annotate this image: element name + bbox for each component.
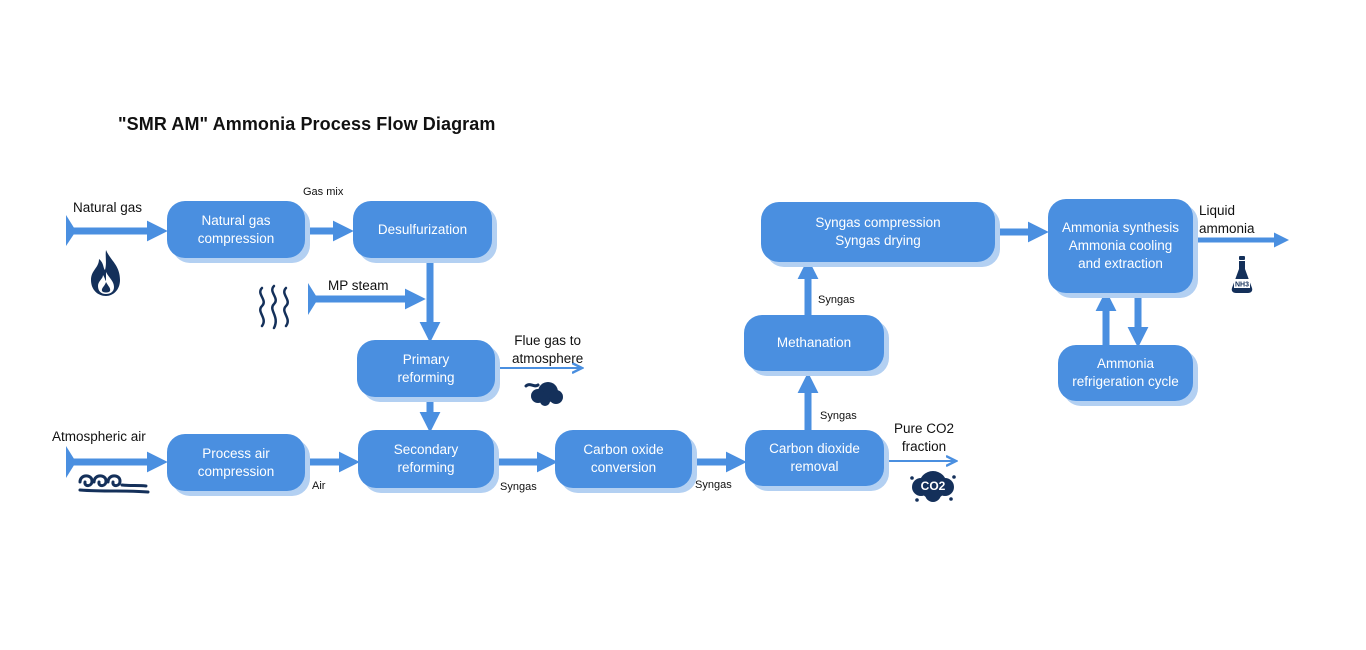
node-syngas-compression-drying: Syngas compression Syngas drying xyxy=(761,202,995,262)
label-atmospheric-air: Atmospheric air xyxy=(52,429,146,444)
wind-icon xyxy=(78,474,150,494)
label-liquid-ammonia: Liquid ammonia xyxy=(1199,203,1255,236)
label-air: Air xyxy=(312,480,326,492)
label-gas-mix: Gas mix xyxy=(303,186,344,198)
label-natural-gas: Natural gas xyxy=(73,200,143,215)
node-desulfurization: Desulfurization xyxy=(353,201,492,258)
node-ammonia-refrigeration-cycle: Ammonia refrigeration cycle xyxy=(1058,345,1193,401)
arrow-natural-gas-tail xyxy=(66,215,76,246)
node-ammonia-synthesis: Ammonia synthesis Ammonia cooling and ex… xyxy=(1048,199,1193,293)
node-process-air-compression: Process air compression xyxy=(167,434,305,491)
node-natural-gas-compression: Natural gas compression xyxy=(167,201,305,258)
arrow-air-tail xyxy=(66,446,76,478)
nh3-icon-text: NH3 xyxy=(1235,282,1249,289)
co2-icon-text: CO2 xyxy=(921,479,946,493)
node-carbon-dioxide-removal: Carbon dioxide removal xyxy=(745,430,884,486)
node-secondary-reforming: Secondary reforming xyxy=(358,430,494,488)
ammonia-flask-icon: NH3 xyxy=(1231,256,1253,293)
label-flue-gas: Flue gas to atmosphere xyxy=(512,333,584,366)
arrow-mp-steam-tail xyxy=(308,283,318,315)
node-carbon-oxide-conversion: Carbon oxide conversion xyxy=(555,430,692,488)
label-mp-steam: MP steam xyxy=(328,278,389,293)
label-syngas-secondary: Syngas xyxy=(500,481,537,493)
label-syngas-conversion: Syngas xyxy=(695,479,732,491)
steam-icon xyxy=(259,284,289,330)
co2-cloud-icon: CO2 xyxy=(910,471,956,502)
flame-icon xyxy=(91,250,120,296)
smoke-cloud-icon xyxy=(524,382,563,406)
node-primary-reforming: Primary reforming xyxy=(357,340,495,397)
node-methanation: Methanation xyxy=(744,315,884,371)
label-pure-co2: Pure CO2 fraction xyxy=(894,421,955,454)
label-syngas-removal: Syngas xyxy=(820,410,857,422)
label-syngas-methanation: Syngas xyxy=(818,294,855,306)
diagram-title: "SMR AM" Ammonia Process Flow Diagram xyxy=(118,114,496,134)
